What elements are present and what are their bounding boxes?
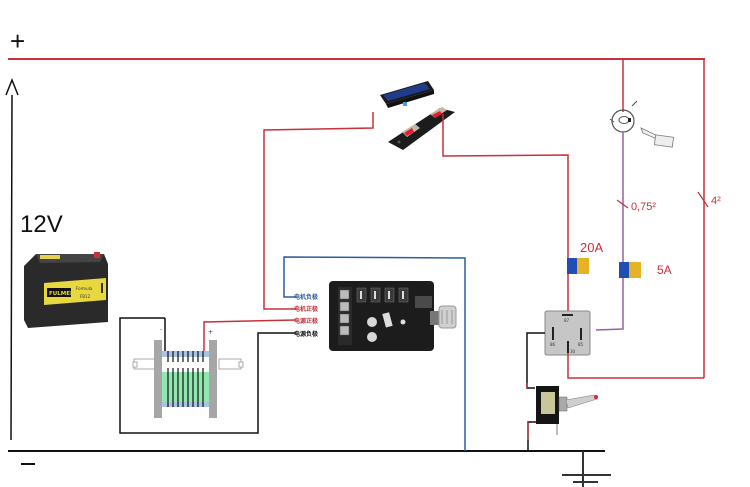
relay-pin-30: 30 — [570, 349, 576, 354]
power-negative-wire — [119, 317, 296, 434]
battery-positive-terminal — [94, 252, 100, 258]
voltage-label: 12V — [20, 211, 63, 238]
motor-positive-wire — [263, 112, 374, 310]
relay-pin-85: 85 — [578, 342, 584, 347]
ignition-signal-wire — [595, 132, 624, 331]
electrolyzer-end-plate-left — [154, 340, 162, 418]
battery-brand-plate — [47, 288, 71, 297]
terminal-label-power-positive: 电源正极 — [294, 317, 319, 325]
ground-symbol-icon — [562, 451, 611, 487]
fuse-5a-label: 5A — [657, 263, 672, 277]
battery-series: Formula — [76, 286, 93, 291]
relay-pin-86: 86 — [550, 342, 556, 347]
terminal-label-power-negative: 电源负极 — [294, 330, 319, 338]
shunt-to-fuse-wire — [442, 114, 569, 258]
electrolyzer-pos-terminal: + — [208, 329, 213, 336]
battery: FULMEN Formula FB12 — [24, 252, 108, 328]
power-positive-wire — [203, 319, 297, 353]
fuse-5a — [619, 262, 641, 278]
battery-code: FB12 — [80, 294, 91, 299]
voltage-arrow-line — [10, 94, 13, 441]
relay-main-wire — [567, 353, 704, 379]
negative-label-text: − — [0, 0, 9, 4]
battery-brand: FULMEN — [49, 291, 75, 297]
toggle-switch[interactable] — [536, 386, 598, 435]
terminal-label-motor-negative: 电机负极 — [294, 293, 319, 301]
current-shunt — [388, 107, 455, 150]
electrolyzer-end-plate-right — [209, 340, 217, 418]
potentiometer-knob[interactable] — [430, 305, 457, 329]
voltage-arrow-head-icon — [5, 77, 19, 96]
relay-coil-wire — [526, 332, 545, 389]
positive-label: + — [10, 26, 25, 56]
wire-gauge-thick-label: 4² — [711, 195, 721, 207]
controller-terminal-labels: 电机负极 电机正极 电源正极 电源负极 — [294, 293, 319, 338]
fuse-20a-label: 20A — [580, 240, 603, 255]
wire-gauge-thin-label: 0,75² — [631, 201, 656, 213]
wattmeter-display — [380, 81, 434, 108]
electrolyzer-neg-terminal: - — [160, 326, 162, 333]
ignition-key-icon — [640, 127, 675, 148]
relay: 87 86 85 30 — [544, 310, 591, 356]
fuse-20a — [567, 258, 589, 313]
terminal-label-motor-positive: 电机正极 — [294, 305, 319, 313]
pwm-motor-controller — [329, 281, 434, 351]
relay-pin-87: 87 — [564, 318, 570, 323]
electrolyzer-cell: - + — [132, 326, 244, 418]
ignition-key-switch[interactable] — [609, 100, 675, 148]
motor-negative-wire — [283, 256, 466, 451]
